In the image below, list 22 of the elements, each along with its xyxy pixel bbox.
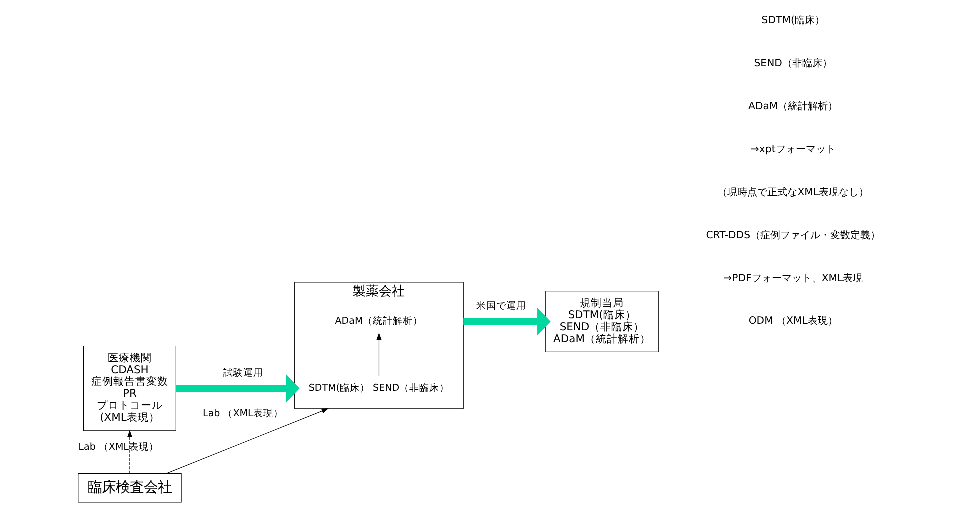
label: ⇒PDFフォーマット、XML表現 [723,273,863,284]
label: ODM （XML表現） [748,316,838,328]
label: SDTM(臨床） [761,16,824,27]
arrow [126,430,132,474]
edge-label: Lab （XML表現） [202,408,283,420]
label: ADaM（統計解析） [748,102,838,113]
label: ⇒xptフォーマット [750,144,836,156]
node-text: ADaM（統計解析） [334,316,423,328]
arrow [376,332,382,377]
node-box: 規制当局 SDTM(臨床） SEND（非臨床） ADaM（統計解析） [545,291,658,352]
arrow [166,408,328,474]
edge-label: 米国で運用 [476,301,526,312]
label: CRT-DDS（症例ファイル・変数定義） [706,230,880,242]
node-box: 臨床検査会社 [78,474,182,503]
node-text: SDTM(臨床） SEND（非臨床） [308,382,450,394]
arrow [176,374,300,403]
arrow [463,308,550,336]
label: SEND（非臨床） [754,58,832,70]
label: （現時点で正式なXML表現なし） [717,187,869,198]
edge-label: Lab （XML表現） [78,442,158,453]
node-box: 医療機関 CDASH 症例報告書変数 PR プロトコール (XML表現） [82,346,176,432]
edge-label: 試験運用 [222,368,263,379]
